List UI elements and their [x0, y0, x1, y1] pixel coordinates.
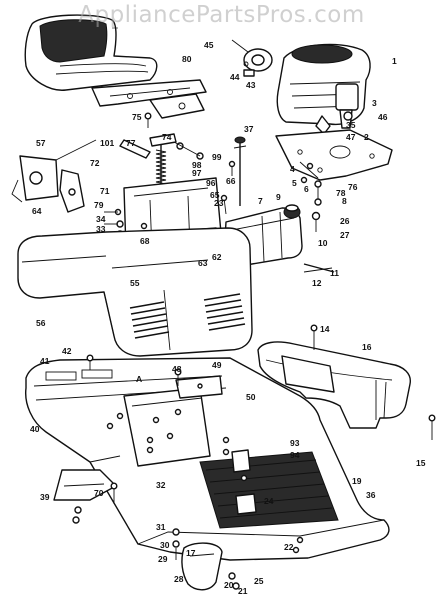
callout-57: 57 [36, 138, 46, 148]
callout-20: 20 [224, 580, 234, 590]
callout-46: 46 [378, 112, 388, 122]
frame-support[interactable] [123, 375, 223, 467]
callout-9: 9 [276, 192, 281, 202]
callout-78: 78 [336, 188, 346, 198]
console-bolts[interactable] [310, 324, 436, 440]
hood-vent-right [203, 293, 246, 331]
callout-56: 56 [36, 318, 46, 328]
callout-31: 31 [156, 522, 166, 532]
callout-65: 65 [210, 190, 220, 200]
callout-93: 93 [290, 438, 300, 448]
callout-3: 3 [372, 98, 377, 108]
callout-55: 55 [130, 278, 140, 288]
callout-12: 12 [312, 278, 322, 288]
callout-49: 49 [212, 360, 222, 370]
callout-14: 14 [320, 324, 330, 334]
callout-28: 28 [174, 574, 184, 584]
engine-mount-plate[interactable] [275, 129, 393, 181]
callout-32: 32 [156, 480, 166, 490]
callout-15: 15 [416, 458, 426, 468]
callout-26: 26 [340, 216, 350, 226]
callout-36: 36 [366, 490, 376, 500]
callout-1: 1 [392, 56, 397, 66]
callout-45: 45 [204, 40, 214, 50]
callout-16: 16 [362, 342, 372, 352]
callout-44: 44 [230, 72, 240, 82]
hood-vent-left [129, 301, 170, 339]
callout-37: 37 [244, 124, 254, 134]
callout-27: 27 [340, 230, 350, 240]
callout-47: 47 [346, 132, 356, 142]
callout-29: 29 [158, 554, 168, 564]
hood[interactable] [17, 227, 253, 357]
callout-76: 76 [348, 182, 358, 192]
callout-2: 2 [364, 132, 369, 142]
wheel-guard-right[interactable] [181, 542, 223, 591]
callout-62: 62 [212, 252, 222, 262]
callout-4: 4 [290, 164, 295, 174]
callout-21: 21 [238, 586, 248, 596]
callout-30: 30 [160, 540, 170, 550]
brake-linkage[interactable] [11, 139, 97, 213]
callout-35: 35 [346, 120, 356, 130]
console[interactable] [257, 341, 411, 429]
callout-7: 7 [258, 196, 263, 206]
callout-63: 63 [198, 258, 208, 268]
callout-101: 101 [100, 138, 114, 148]
callout-77: 77 [126, 138, 136, 148]
callout-97: 97 [192, 168, 202, 178]
callout-68: 68 [140, 236, 150, 246]
callout-94: 94 [290, 450, 300, 460]
callout-24: 24 [264, 496, 274, 506]
callout-50: 50 [246, 392, 256, 402]
callout-23: 23 [214, 198, 224, 208]
deck-brackets[interactable] [231, 449, 304, 554]
callout-25: 25 [254, 576, 264, 586]
callout-11: 11 [330, 268, 339, 278]
callout-22: 22 [284, 542, 294, 552]
seat[interactable] [24, 14, 158, 91]
callout-96: 96 [206, 178, 216, 188]
callout-33: 33 [96, 224, 106, 234]
callout-66: 66 [226, 176, 236, 186]
callout-43: 43 [246, 80, 256, 90]
callout-70: 70 [94, 488, 104, 498]
seat-bracket[interactable] [91, 79, 207, 119]
callout-39: 39 [40, 492, 50, 502]
callout-10: 10 [318, 238, 328, 248]
section-marker: A [136, 374, 142, 384]
engine-hardware[interactable] [300, 162, 322, 233]
callout-40: 40 [30, 424, 40, 434]
callout-5: 5 [292, 178, 297, 188]
callout-8: 8 [342, 196, 347, 206]
frame-hardware[interactable] [72, 354, 240, 590]
callout-64: 64 [32, 206, 42, 216]
callout-42: 42 [62, 346, 72, 356]
callout-80: 80 [182, 54, 192, 64]
callout-71: 71 [100, 186, 110, 196]
muffler-assembly[interactable] [231, 39, 273, 77]
callout-34: 34 [96, 214, 106, 224]
bolt-hardware[interactable] [144, 112, 236, 215]
callout-6: 6 [304, 184, 309, 194]
spring-assembly[interactable] [119, 133, 204, 196]
callout-74: 74 [162, 132, 172, 142]
callout-72: 72 [90, 158, 100, 168]
gas-cap[interactable] [283, 204, 301, 219]
callout-99: 99 [212, 152, 222, 162]
callout-98: 98 [192, 160, 202, 170]
fuel-line[interactable] [303, 263, 335, 273]
callout-79: 79 [94, 200, 104, 210]
callout-17: 17 [186, 548, 196, 558]
callout-41: 41 [40, 356, 50, 366]
callout-19: 19 [352, 476, 362, 486]
callout-48: 48 [172, 364, 182, 374]
steering-column[interactable] [233, 136, 247, 206]
engine[interactable] [276, 43, 371, 135]
wheel-guard-left[interactable] [53, 469, 117, 501]
callout-75: 75 [132, 112, 142, 122]
